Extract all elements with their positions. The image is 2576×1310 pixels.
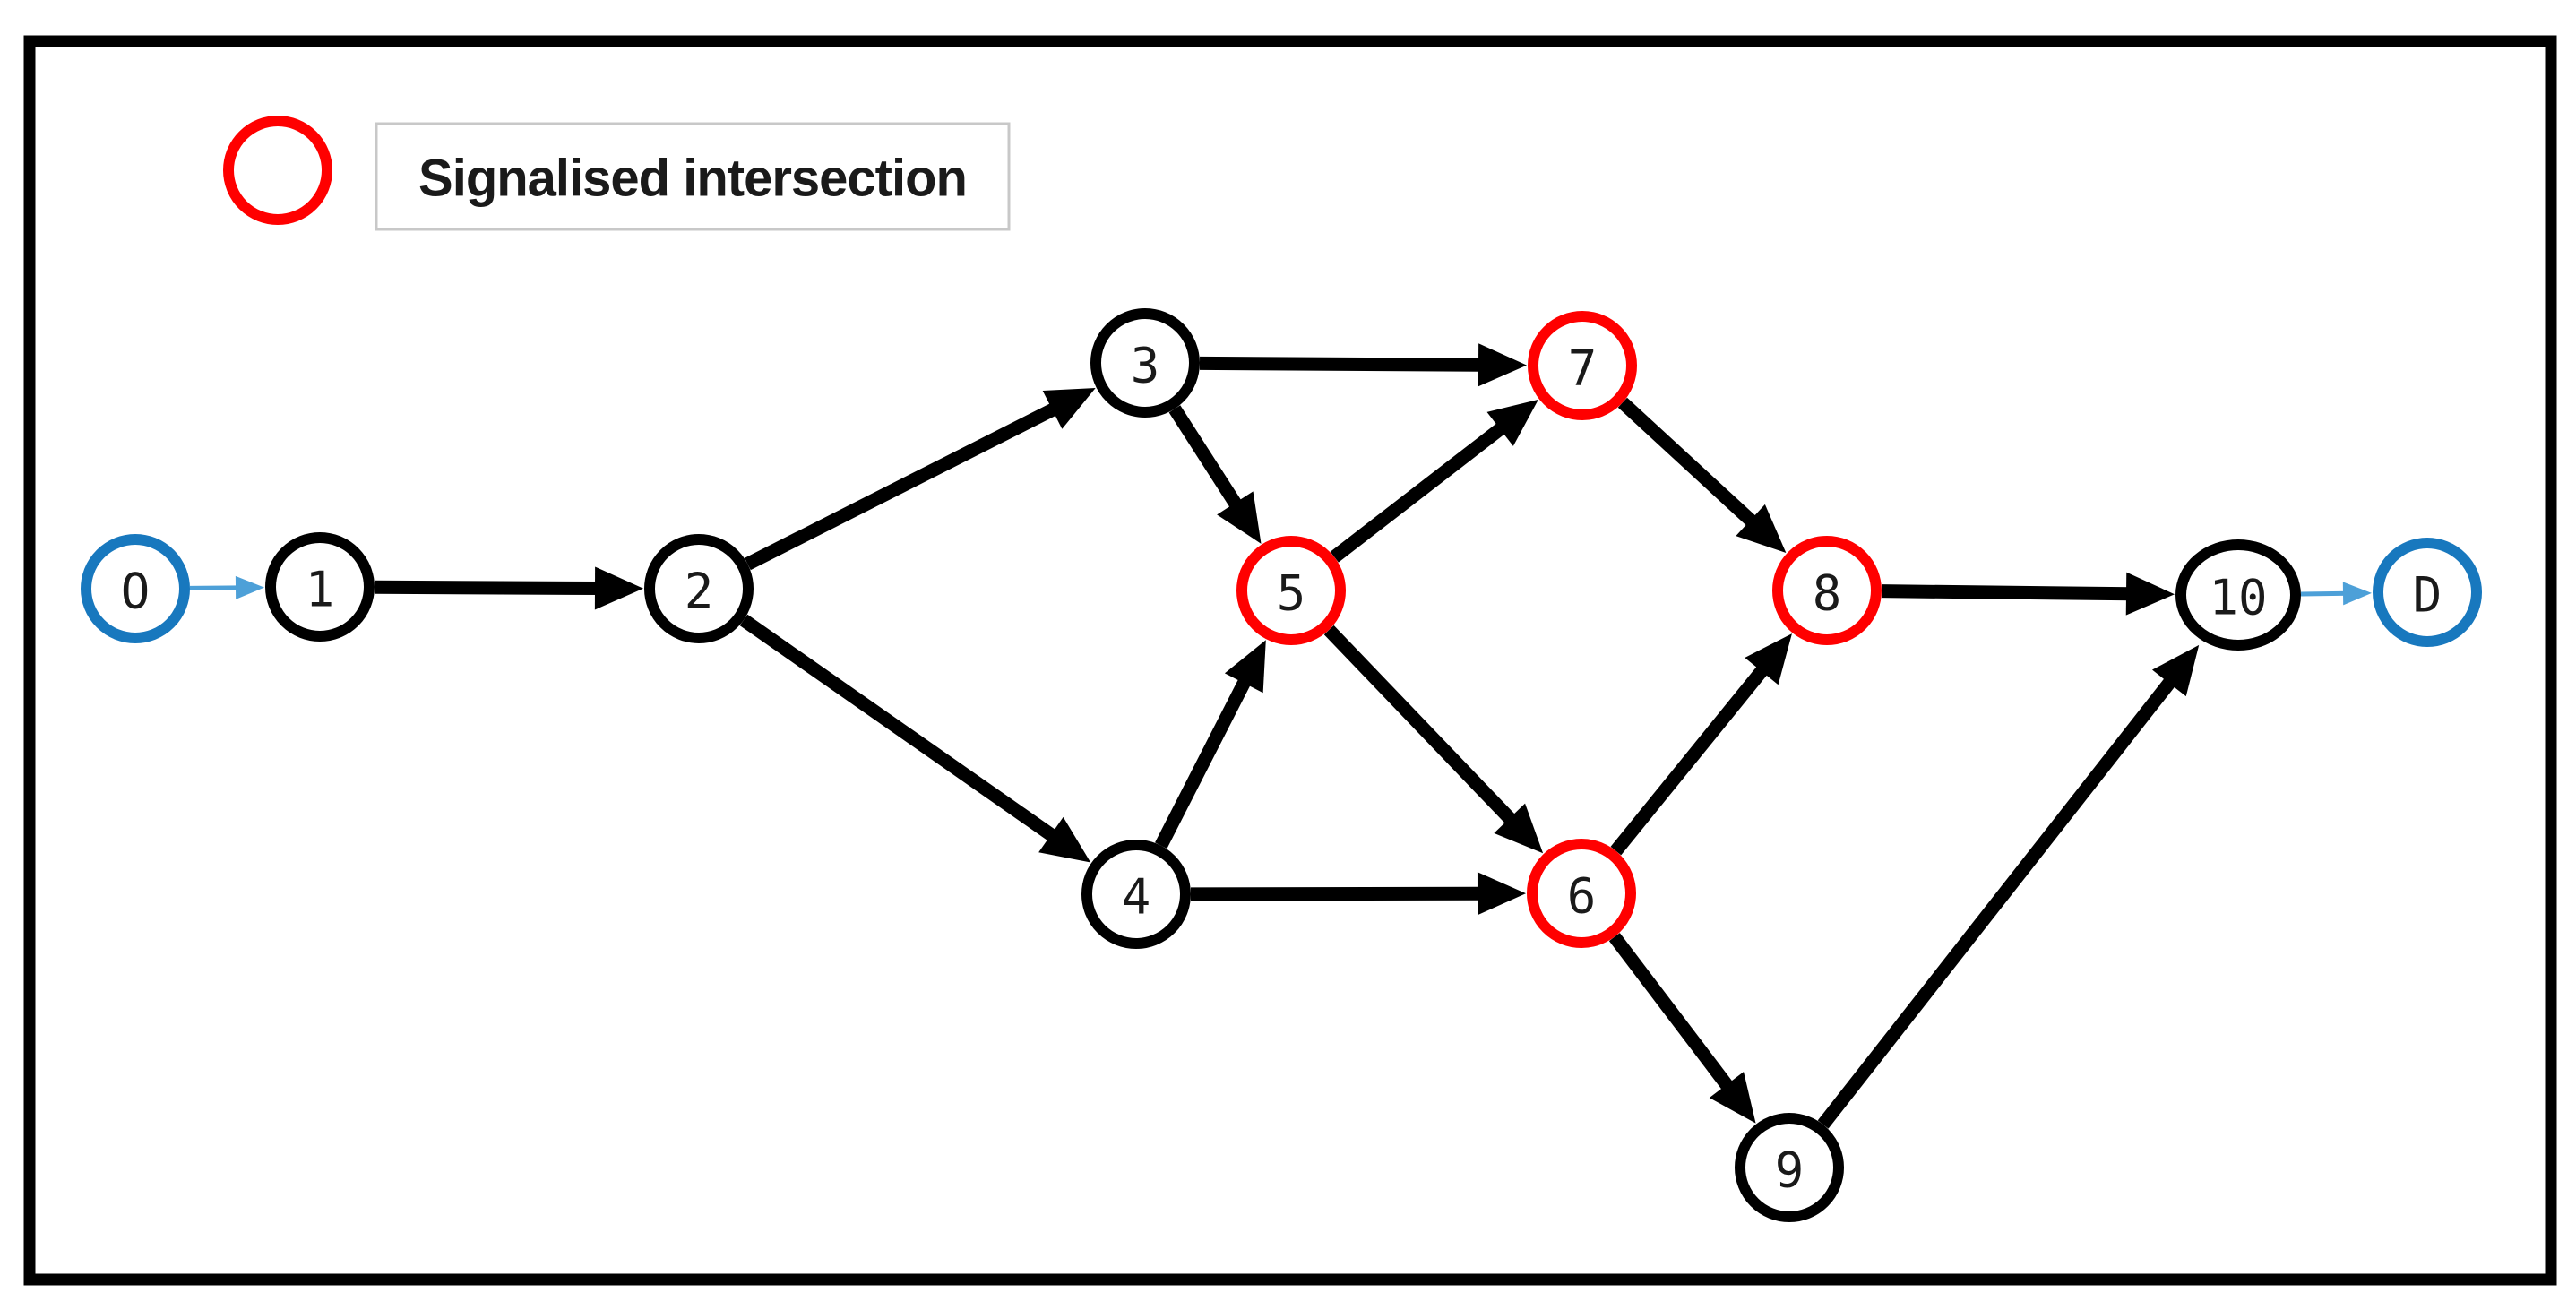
node-O: O: [81, 534, 190, 643]
edge-5-7: [1330, 399, 1538, 563]
arrowhead-icon: [1042, 387, 1096, 429]
node-5-circle: [1236, 536, 1346, 645]
node-O-label: O: [121, 564, 151, 620]
node-D: D: [2373, 538, 2482, 647]
edge-line: [374, 580, 601, 595]
arrowhead-icon: [2342, 582, 2373, 606]
edge-7-8: [1617, 397, 1787, 554]
node-3: 3: [1090, 308, 1200, 418]
arrowhead-icon: [1709, 1072, 1756, 1124]
node-4-label: 4: [1122, 869, 1151, 926]
edge-4-5: [1155, 640, 1266, 849]
graph-layer: O 1 2 3 4 5 6 7 8 9 10 D: [81, 308, 2482, 1222]
edge-3-5: [1168, 405, 1262, 544]
node-10-circle: [2175, 539, 2301, 651]
arrowhead-icon: [594, 566, 644, 610]
node-4: 4: [1081, 840, 1191, 949]
arrowhead-icon: [1736, 504, 1787, 554]
node-7: 7: [1528, 311, 1637, 420]
edge-2-4: [739, 614, 1091, 863]
node-6-label: 6: [1567, 868, 1597, 925]
edge-line: [1617, 397, 1760, 530]
arrowhead-icon: [1494, 803, 1544, 854]
edge-line: [1817, 675, 2178, 1129]
edge-1-2: [374, 566, 644, 610]
edge-6-9: [1608, 933, 1756, 1124]
edge-line: [189, 585, 242, 590]
arrowhead-icon: [235, 575, 265, 599]
edge-line: [1330, 420, 1509, 563]
edge-line: [1190, 886, 1484, 901]
edge-line: [739, 614, 1060, 844]
edge-line: [1155, 675, 1253, 849]
node-5-label: 5: [1277, 565, 1306, 622]
edge-line: [1323, 625, 1519, 827]
figure-border: [23, 35, 2557, 1286]
node-8-circle: [1772, 536, 1882, 645]
node-2: 2: [644, 534, 754, 643]
arrowhead-icon: [1038, 816, 1091, 863]
edge-5-6: [1323, 625, 1544, 854]
node-10-label: 10: [2209, 570, 2267, 626]
edge-3-7: [1199, 343, 1528, 387]
edge-line: [1881, 584, 2132, 601]
node-7-circle: [1528, 311, 1637, 420]
edge-2-3: [745, 387, 1096, 571]
arrowhead-icon: [1478, 343, 1528, 387]
node-2-circle: [644, 534, 754, 643]
node-3-label: 3: [1131, 338, 1160, 394]
node-2-label: 2: [685, 564, 714, 620]
edge-line: [1199, 356, 1485, 372]
arrowhead-icon: [1477, 872, 1527, 916]
edge-8-10: [1881, 572, 2175, 616]
arrowhead-icon: [1486, 399, 1538, 446]
node-9-label: 9: [1775, 1142, 1805, 1199]
node-9: 9: [1735, 1113, 1844, 1222]
edge-6-8: [1610, 633, 1792, 856]
node-3-circle: [1090, 308, 1200, 418]
legend-label: Signalised intersection: [418, 150, 967, 208]
node-D-circle: [2373, 538, 2482, 647]
edge-line: [745, 401, 1061, 571]
node-6: 6: [1527, 839, 1636, 948]
legend: Signalised intersection: [223, 116, 1011, 231]
arrowhead-icon: [1224, 640, 1266, 694]
node-10: 10: [2175, 539, 2301, 651]
node-7-label: 7: [1568, 340, 1598, 397]
legend-signalised-icon: [223, 116, 332, 225]
edge-9-10: [1817, 644, 2200, 1129]
node-1: 1: [265, 532, 375, 642]
node-9-circle: [1735, 1113, 1844, 1222]
edge-line: [1608, 933, 1736, 1093]
node-1-circle: [265, 532, 375, 642]
node-8: 8: [1772, 536, 1882, 645]
node-8-label: 8: [1813, 565, 1842, 622]
arrowhead-icon: [2125, 572, 2175, 616]
edge-line: [2300, 590, 2349, 597]
node-D-label: D: [2413, 567, 2442, 624]
edge-line: [1168, 405, 1244, 512]
edge-O-1: [189, 575, 265, 599]
arrowhead-icon: [2151, 644, 2200, 697]
legend-box: [375, 122, 1011, 231]
arrowhead-icon: [1217, 491, 1262, 544]
edge-4-6: [1190, 872, 1527, 916]
arrowhead-icon: [1745, 633, 1792, 685]
node-5: 5: [1236, 536, 1346, 645]
node-1-label: 1: [306, 562, 335, 618]
edge-line: [1610, 662, 1770, 856]
node-6-circle: [1527, 839, 1636, 948]
node-4-circle: [1081, 840, 1191, 949]
node-O-circle: [81, 534, 190, 643]
edge-10-D: [2300, 582, 2373, 606]
